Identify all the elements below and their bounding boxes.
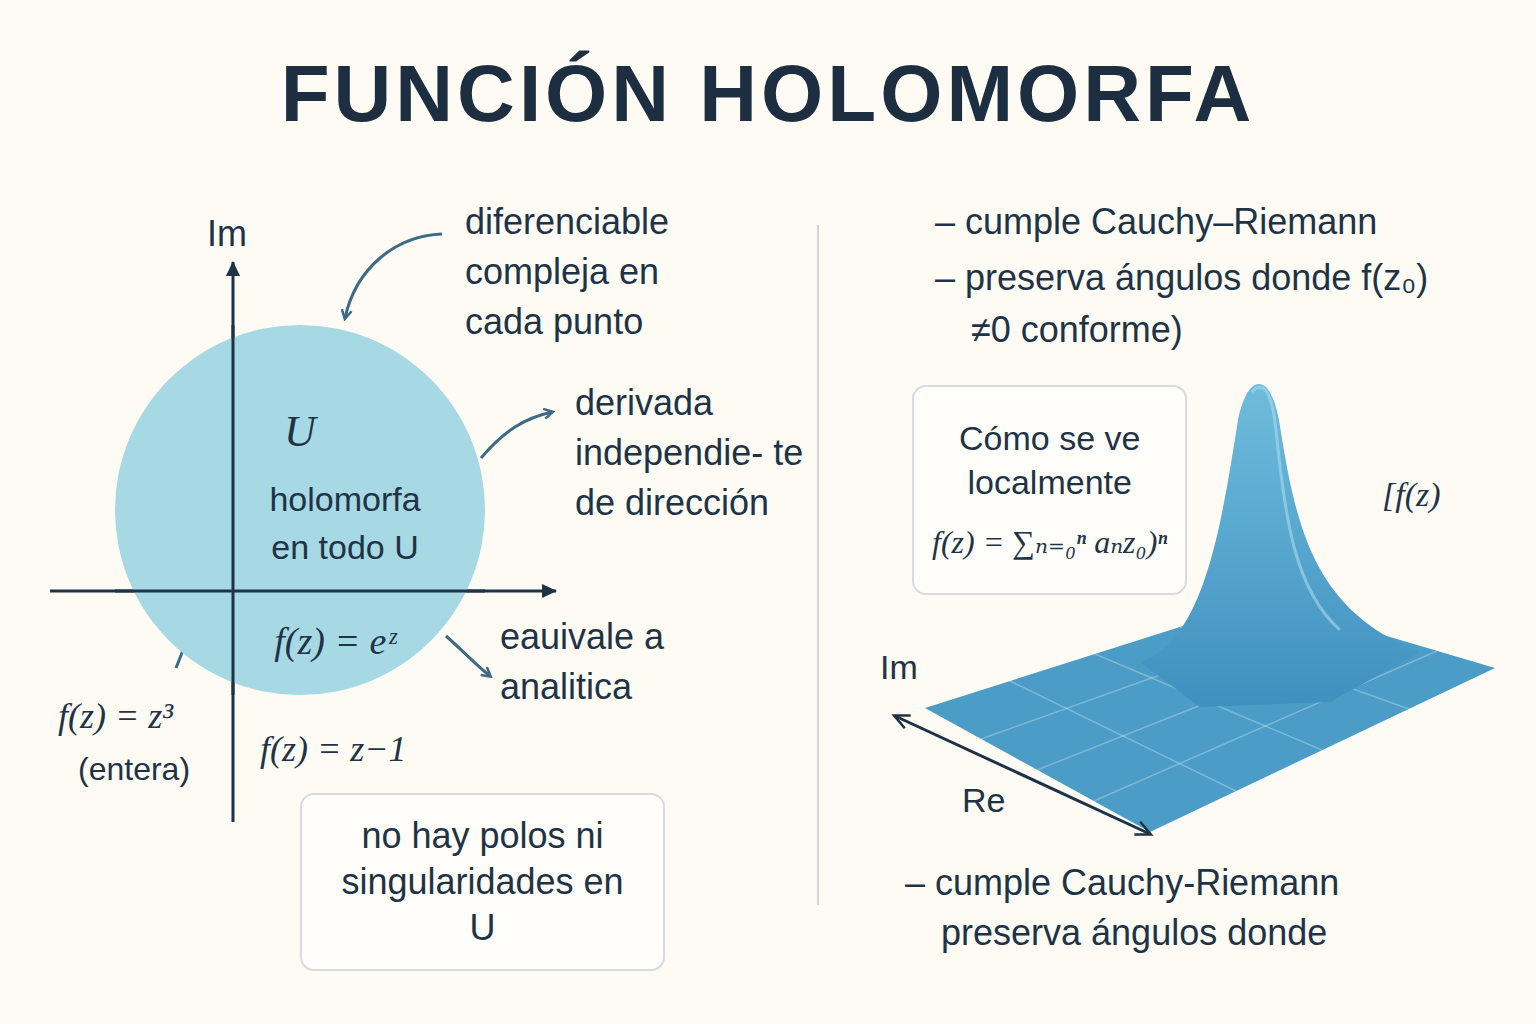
title: FUNCIÓN HOLOMORFA (0, 44, 1536, 144)
complex-axes (50, 262, 556, 822)
region-note: holomorfa en todo U (250, 475, 440, 571)
function-note: (entera) (78, 748, 190, 790)
series-formula: f(z) = ∑ₙ₌₀ⁿ aₙz₀)ⁿ (932, 520, 1167, 564)
region-circle: Uholomorfa en todo U f(z) = eᶻ (115, 325, 485, 695)
surface-plot (895, 384, 1495, 834)
region-name: U (255, 405, 345, 459)
callout-text: diferenciable compleja en cada punto (465, 197, 710, 347)
function-example: f(z) = eᶻ (220, 617, 450, 665)
note-box: no hay polos ni singularidades en U (300, 793, 665, 971)
divider (817, 225, 819, 905)
callout-text: derivada independie- te de dirección (575, 378, 805, 528)
axis-label: Im (880, 645, 918, 689)
axis-label: Im (207, 210, 247, 257)
callout-text: eauivale a analitica (500, 612, 710, 712)
property-item: – cumple Cauchy–Riemann (935, 198, 1377, 245)
axis-label: Re (962, 778, 1005, 822)
note-box: Cómo se ve localmente f(z) = ∑ₙ₌₀ⁿ aₙz₀)ⁿ (912, 385, 1187, 595)
plot-label: [f(z) (1382, 473, 1441, 517)
box-heading: Cómo se ve localmente (935, 416, 1165, 504)
property-item: – cumple Cauchy-Riemann preserva ángulos… (905, 858, 1410, 958)
property-item: – preserva ángulos donde f(z₀) ≠0 confor… (935, 252, 1435, 356)
note-text: no hay polos ni singularidades en U (327, 813, 638, 951)
title-wrap: FUNCIÓN HOLOMORFA (0, 44, 1536, 144)
function-example: f(z) = z−1 (260, 726, 407, 773)
function-example: f(z) = z³ (58, 693, 173, 740)
